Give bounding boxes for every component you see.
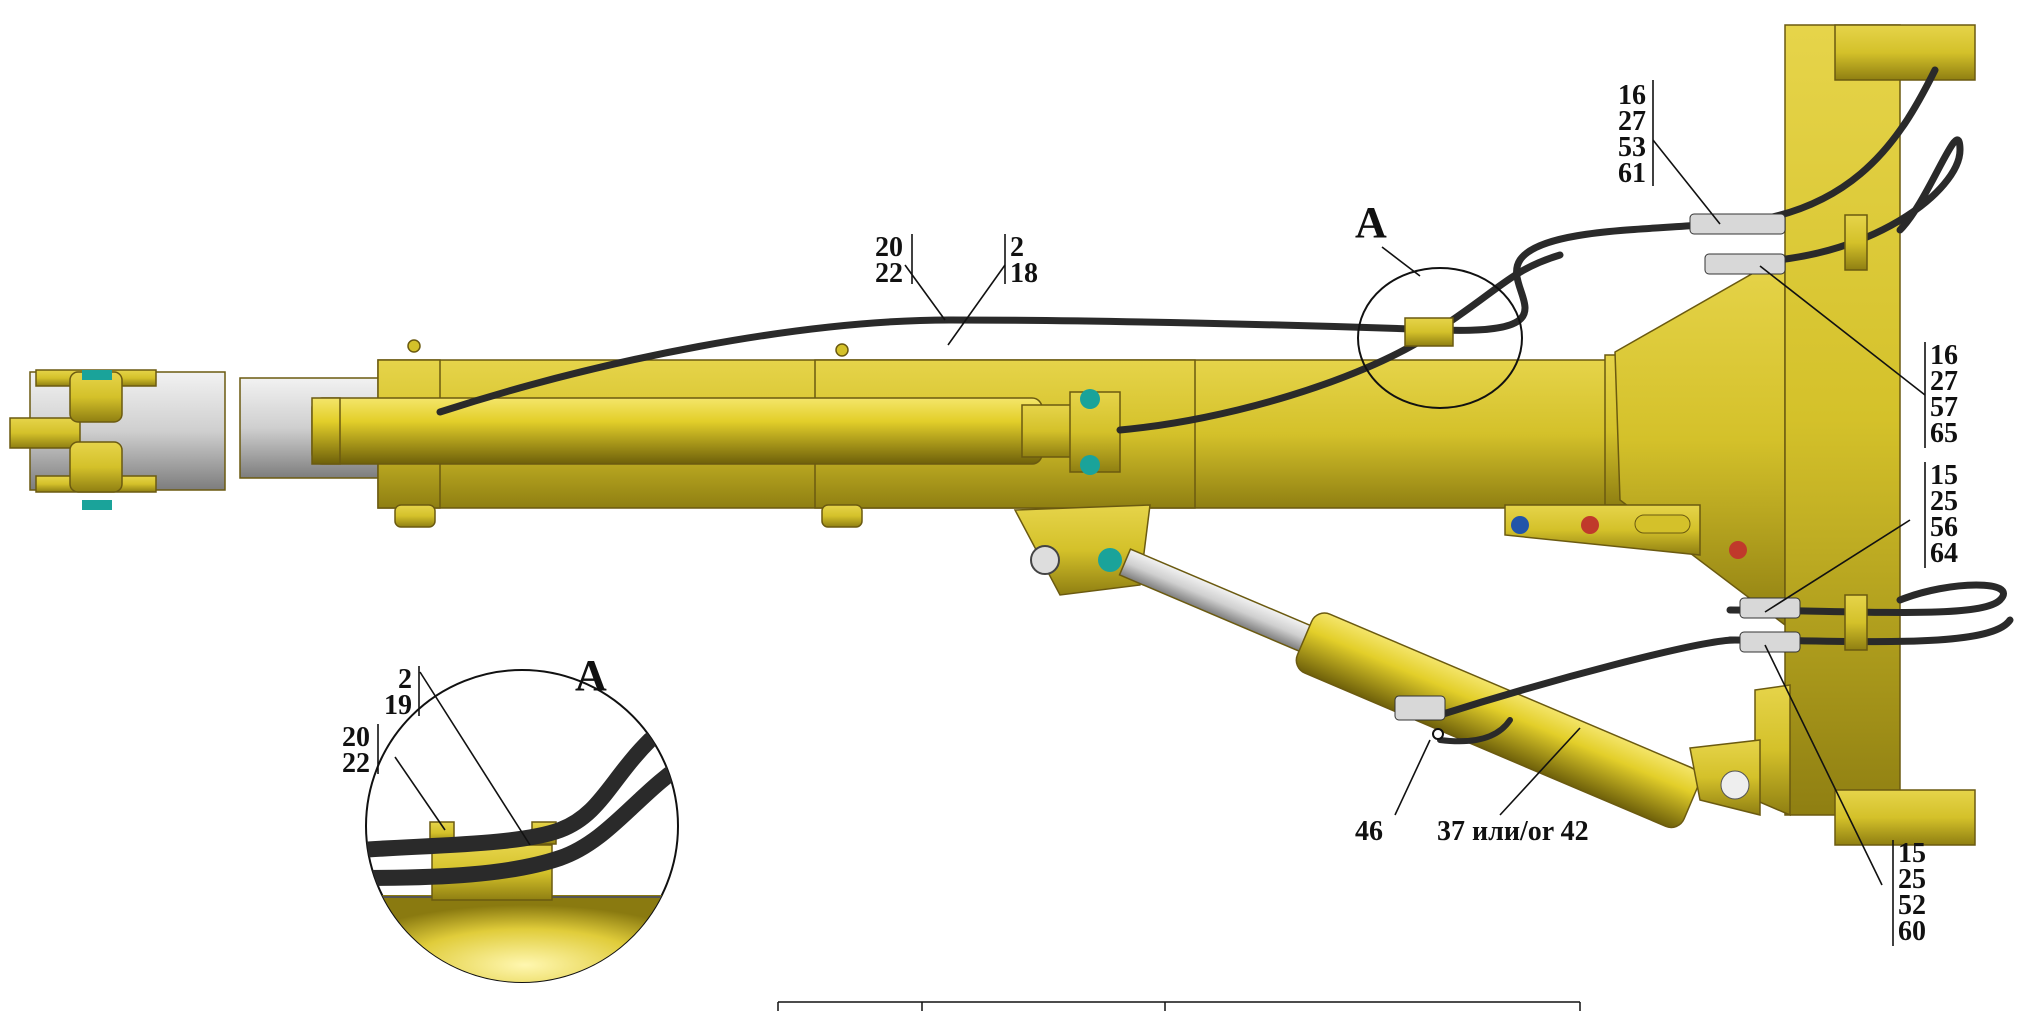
- callout-20-22: 20 22: [875, 232, 913, 289]
- left-clevis: [9, 369, 226, 510]
- svg-text:61: 61: [1618, 158, 1646, 189]
- svg-text:15: 15: [1930, 460, 1958, 491]
- callout-15-25-52-60: 15 25 52 60: [1892, 838, 1926, 947]
- main-boom: [9, 24, 1976, 846]
- svg-text:52: 52: [1898, 890, 1926, 921]
- callout-16-27-53-61: 16 27 53 61: [1618, 80, 1654, 189]
- svg-text:65: 65: [1930, 418, 1958, 449]
- svg-text:18: 18: [1010, 258, 1038, 289]
- svg-text:20: 20: [875, 232, 903, 263]
- callout-2-18: 2 18: [1004, 232, 1038, 289]
- callout-2-19: 2 19: [384, 664, 420, 721]
- leader-lines: [394, 139, 1926, 886]
- svg-text:16: 16: [1930, 340, 1958, 371]
- svg-text:16: 16: [1618, 80, 1646, 111]
- callout-16-27-57-65: 16 27 57 65: [1924, 340, 1958, 449]
- view-label-a: A: [1355, 198, 1387, 247]
- mounting-frame: [1614, 24, 1976, 846]
- svg-text:15: 15: [1898, 838, 1926, 869]
- detail-view-a: [365, 669, 679, 983]
- boom-cylinder: [311, 389, 1121, 475]
- svg-text:27: 27: [1930, 366, 1958, 397]
- callout-labels: A A 20 22 2 18 16 27 53 61 16 27 57 65: [342, 80, 1958, 947]
- valve-bracket: [1504, 504, 1701, 556]
- svg-text:56: 56: [1930, 512, 1958, 543]
- svg-text:27: 27: [1618, 106, 1646, 137]
- svg-text:2: 2: [1010, 232, 1024, 263]
- svg-text:57: 57: [1930, 392, 1958, 423]
- section-a-circle: [1357, 267, 1523, 409]
- lift-cylinder: [1013, 504, 1761, 829]
- callout-46: 46: [1355, 816, 1383, 847]
- callout-15-25-56-64: 15 25 56 64: [1924, 460, 1958, 569]
- hose-fittings: [1394, 213, 1868, 740]
- callout-37-42: 37 или/or 42: [1437, 816, 1589, 847]
- svg-text:60: 60: [1898, 916, 1926, 947]
- title-block-stub: [777, 1001, 1581, 1011]
- detail-label-a: A: [575, 651, 607, 700]
- svg-text:64: 64: [1930, 538, 1958, 569]
- svg-text:2: 2: [398, 664, 412, 695]
- svg-text:53: 53: [1618, 132, 1646, 163]
- svg-text:19: 19: [384, 690, 412, 721]
- svg-text:25: 25: [1930, 486, 1958, 517]
- svg-text:20: 20: [342, 722, 370, 753]
- svg-text:22: 22: [342, 748, 370, 779]
- svg-text:22: 22: [875, 258, 903, 289]
- svg-text:25: 25: [1898, 864, 1926, 895]
- callout-20-22-detail: 20 22: [342, 722, 379, 779]
